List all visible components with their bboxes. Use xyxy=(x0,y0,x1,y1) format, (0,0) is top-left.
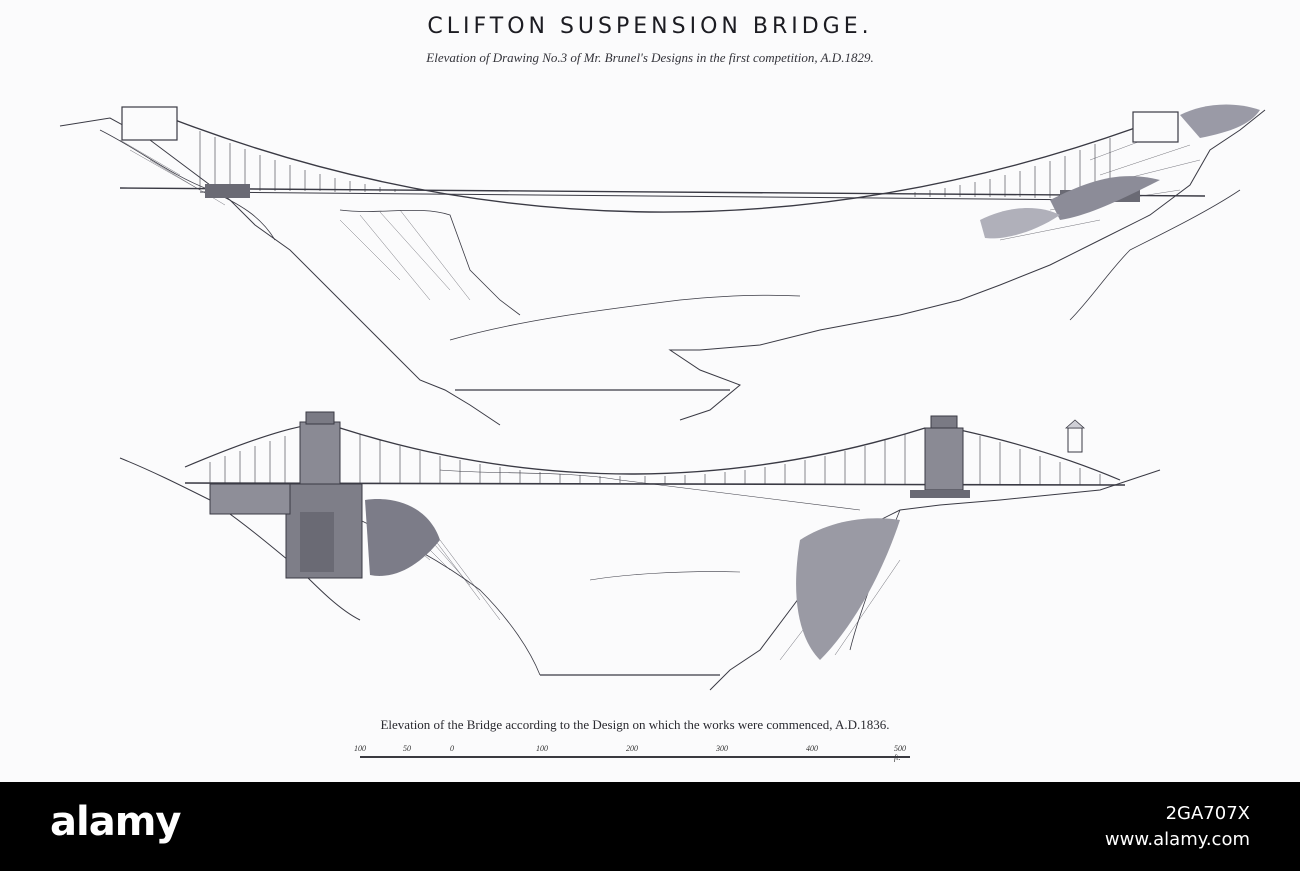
scale-label: 0 xyxy=(450,744,454,753)
scale-label: 500 ft. xyxy=(894,744,906,762)
bridge-illustration xyxy=(59,104,1266,691)
engraving-plate: CLIFTON SUSPENSION BRIDGE. Elevation of … xyxy=(59,14,1266,764)
upper-gorge-drawing xyxy=(59,104,1266,426)
right-tower xyxy=(910,415,970,498)
brand-logo: alamy xyxy=(50,799,181,845)
site-url: www.alamy.com xyxy=(1104,829,1250,850)
left-tower xyxy=(209,411,363,579)
scale-label: 400 xyxy=(806,744,818,753)
scale-label: 300 xyxy=(716,744,728,753)
scale-bar: 100 50 0 100 200 300 400 500 ft. xyxy=(352,744,918,764)
plate-caption: Elevation of the Bridge according to the… xyxy=(380,717,890,732)
image-id: 2GA707X xyxy=(1165,803,1250,824)
scale-line xyxy=(360,756,910,758)
plate-subtitle: Elevation of Drawing No.3 of Mr. Brunel'… xyxy=(426,50,874,65)
watermark-footer xyxy=(0,782,1300,871)
scale-label: 50 xyxy=(403,744,411,753)
scale-label: 200 xyxy=(626,744,638,753)
lower-hangers xyxy=(209,432,1101,485)
observatory-tower xyxy=(1064,419,1086,453)
scale-label: 100 xyxy=(354,744,366,753)
scale-label: 100 xyxy=(536,744,548,753)
lower-gorge-drawing xyxy=(119,411,1161,691)
upper-hangers xyxy=(199,131,1111,198)
plate-title: CLIFTON SUSPENSION BRIDGE. xyxy=(427,14,873,39)
